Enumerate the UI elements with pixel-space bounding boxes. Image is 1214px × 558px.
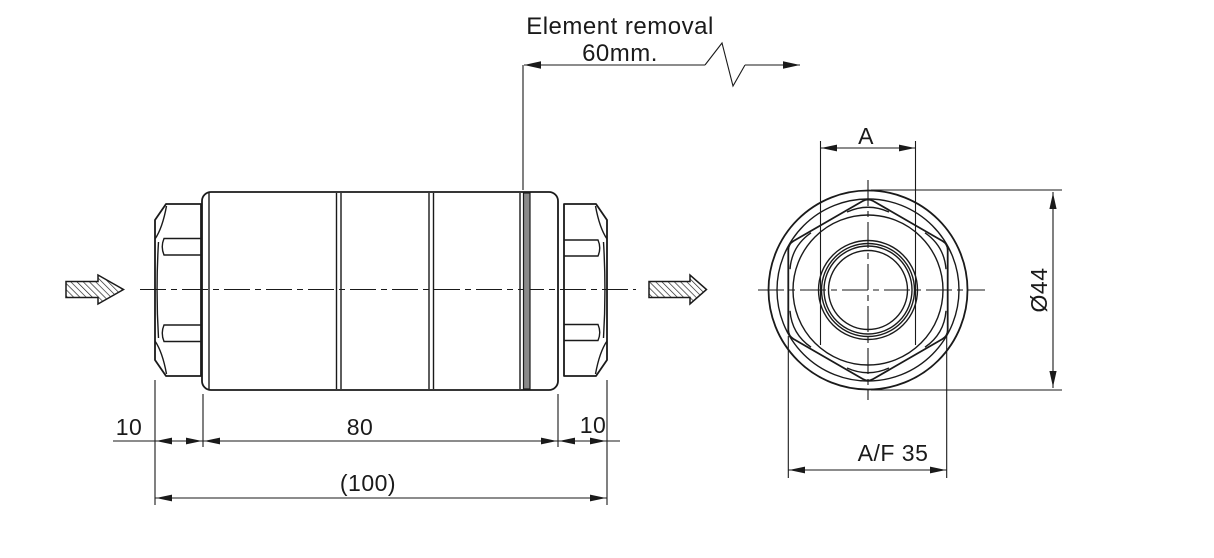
right-port-nut	[563, 203, 608, 377]
right-nut-face-arc	[602, 241, 606, 339]
outlet-flow-arrow-icon	[648, 273, 708, 306]
dim-arrow	[899, 144, 915, 152]
dim-arrow	[204, 437, 220, 445]
element-seam-band	[522, 192, 531, 390]
left-nut-face-arc	[156, 241, 160, 339]
dim-arrow	[1049, 371, 1057, 387]
body-outer-circle	[767, 189, 969, 391]
right-nut-chamfer-arcs	[594, 205, 608, 375]
dim-break-symbol	[704, 41, 746, 88]
dim-arrow	[821, 144, 837, 152]
body-section-line-2	[428, 193, 435, 389]
port-thread-dimension: A	[819, 123, 917, 345]
dim-arrow	[186, 437, 202, 445]
hex-nut-outline	[787, 198, 949, 382]
right-nut-lower-groove	[564, 323, 601, 342]
dim-arrow-left	[524, 61, 541, 69]
dim-body-diameter-label: Ø44	[1026, 268, 1052, 313]
element-removal-label: Element removal	[526, 13, 714, 40]
element-removal-dimension: Element removal 60mm.	[522, 13, 800, 190]
dim-arrow-right	[783, 61, 800, 69]
right-nut-upper-groove	[564, 239, 601, 257]
dim-arrow	[541, 437, 557, 445]
length-dimensions: 10 80 10 (100)	[113, 380, 620, 505]
dim-arrow	[559, 437, 575, 445]
dim-arrow	[156, 494, 172, 502]
dim-arrow	[156, 437, 172, 445]
hex-chamfer-circle	[792, 214, 944, 366]
left-port-nut	[154, 203, 202, 377]
port-bore-circle	[827, 249, 909, 331]
body-diameter-dimension: Ø44	[871, 189, 1062, 391]
extension-lines	[154, 380, 608, 505]
left-nut-lower-groove	[161, 324, 201, 343]
dim-af-lines	[787, 336, 948, 478]
across-flats-dimension: A/F 35	[787, 336, 948, 478]
body-section-line-1	[335, 193, 342, 389]
dim-body-length-label: 80	[347, 414, 374, 440]
dim-arrow	[930, 466, 946, 474]
dim-overall-length-label: (100)	[340, 470, 396, 496]
element-removal-dim-lines	[522, 64, 800, 190]
dim-arrow	[1049, 193, 1057, 209]
end-view: A Ø44 A/F 35	[758, 123, 1062, 478]
dim-across-flats-label: A/F 35	[858, 440, 929, 466]
inlet-flow-arrow-icon	[65, 273, 126, 306]
hex-vertex-chamfer-arcs	[789, 206, 947, 374]
filter-body	[201, 191, 559, 391]
dim-port-left-label: 10	[116, 414, 143, 440]
dim-arrow	[590, 437, 606, 445]
side-view	[65, 191, 708, 391]
dim-dia-lines	[871, 189, 1062, 391]
element-removal-value: 60mm.	[582, 40, 658, 67]
dim-arrow	[590, 494, 606, 502]
left-nut-chamfer-arcs	[154, 205, 168, 375]
left-nut-upper-groove	[161, 237, 201, 256]
port-thread-circles	[817, 239, 919, 341]
dim-arrow	[789, 466, 805, 474]
dim-port-thread-label: A	[858, 123, 874, 149]
dim-port-right-label: 10	[580, 412, 607, 438]
